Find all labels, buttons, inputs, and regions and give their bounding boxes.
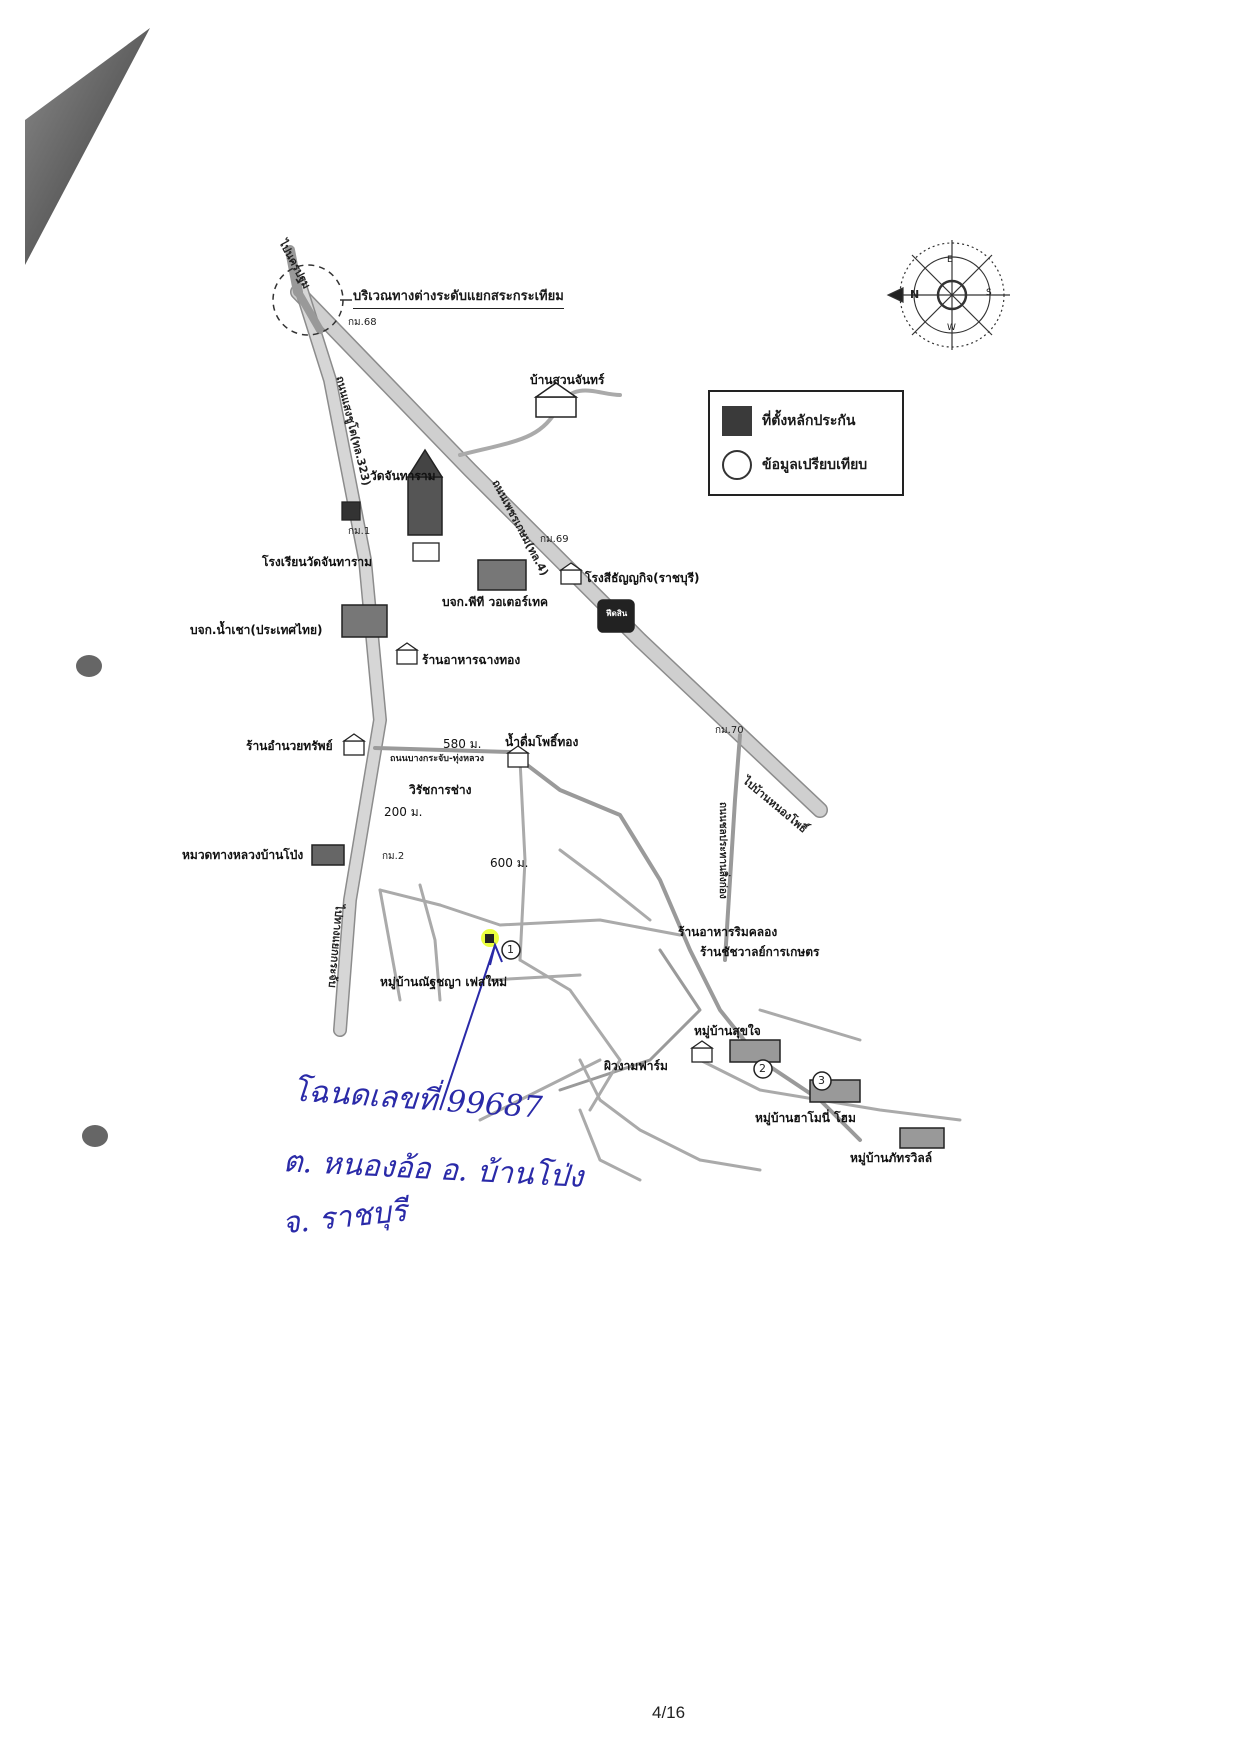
factory-icon-namchao [341,604,388,638]
factory-icon-pt [477,559,527,591]
ban-suan-chan-label: บ้านสวนจันทร์ [530,373,605,387]
km1-label: กม.1 [348,526,371,537]
house-icon-phatra [899,1127,945,1149]
shop-badge-label: ฟีดสิน [606,609,628,618]
rice-mill-label: โรงสีธัญญกิจ(ราชบุรี) [585,571,700,585]
marker-2: 2 [759,1062,766,1075]
harmony-home-label: หมู่บ้านฮาโมนี่ โฮม [755,1111,856,1125]
namchao-label: บจก.น้ำเชา(ประเทศไทย) [190,623,323,637]
amnuay-label: ร้านอำนวยทรัพย์ [246,739,333,753]
binder-hole-top [76,655,102,677]
collateral-square [485,934,494,943]
drinking-water-label: น้ำดื่มโพธิ์ทอง [505,735,579,749]
km70-label: กม.70 [715,725,744,736]
temple-icon [407,476,443,536]
gov-office-icon [311,844,345,866]
page-number: 4/16 [652,1703,686,1722]
building-icons [311,382,945,1149]
km2-label: กม.2 [382,851,405,862]
small-road-label: ถนนบางกระจับ-ทุ่งหลวง [390,754,484,764]
scan-shadow [25,28,150,265]
compass-s: S [986,288,992,298]
comparison-swatch [722,450,752,480]
village-sukjai-label: หมู่บ้านสุขใจ [694,1024,761,1038]
wirat-label: วิรัชการช่าง [409,783,472,797]
km68-label: กม.68 [348,317,377,328]
legend-comparison-label: ข้อมูลเปรียบเทียบ [762,457,868,473]
compass-rose [886,240,1010,350]
shop-icons [341,501,715,1063]
legend-collateral-label: ที่ตั้งหลักประกัน [762,413,856,429]
house-icon [535,396,577,418]
canal-road [723,733,742,962]
compass-w: W [947,323,956,333]
collateral-swatch [722,406,752,436]
distance-600: 600 ม. [490,856,529,870]
compass-n: N [910,288,920,301]
marker-3: 3 [818,1074,825,1087]
village-natchaya-label: หมู่บ้านณัฐชญา เฟสใหม่ [380,975,508,989]
highway-dept-label: หมวดทางหลวงบ้านโป่ง [182,848,304,862]
wat-chantaram-label: วัดจันทาราม [370,469,436,483]
restaurant-klong-label: ร้านอาหารริมคลอง [678,925,778,939]
legend-row-comparison: ข้อมูลเปรียบเทียบ [722,450,867,480]
interchange-label: บริเวณทางต่างระดับแยกสระกระเทียม [353,285,564,309]
marker-1: 1 [507,943,514,956]
km69-label: กม.69 [540,534,569,545]
canal-road-label: ถนนชลประทานสิ่งก่อง [717,802,728,899]
numbered-markers [501,940,832,1091]
binder-hole-bottom [82,1125,108,1147]
school-label: โรงเรียนวัดจันทาราม [262,555,373,569]
map-legend: ที่ตั้งหลักประกัน ข้อมูลเปรียบเทียบ [708,390,904,496]
shop-badge-icon [597,599,635,633]
pt-water-label: บจก.พีที วอเตอร์เทค [442,595,549,609]
restaurant-chang-label: ร้านอาหารฉางทอง [422,653,521,667]
road-network [285,245,962,1182]
compass-e: E [947,255,953,265]
chatchawan-label: ร้านชัชวาลย์การเกษตร [700,945,820,959]
hand-arrow [439,944,496,1111]
distance-200: 200 ม. [384,805,423,819]
legend-row-collateral: ที่ตั้งหลักประกัน [722,406,855,436]
house-icon-sukjai [729,1039,781,1063]
distance-580: 580 ม. [443,737,482,751]
phiu-ngam-label: ผิวงามฟาร์ม [604,1059,668,1073]
phatra-villa-label: หมู่บ้านภัทรวิลล์ [850,1151,933,1165]
